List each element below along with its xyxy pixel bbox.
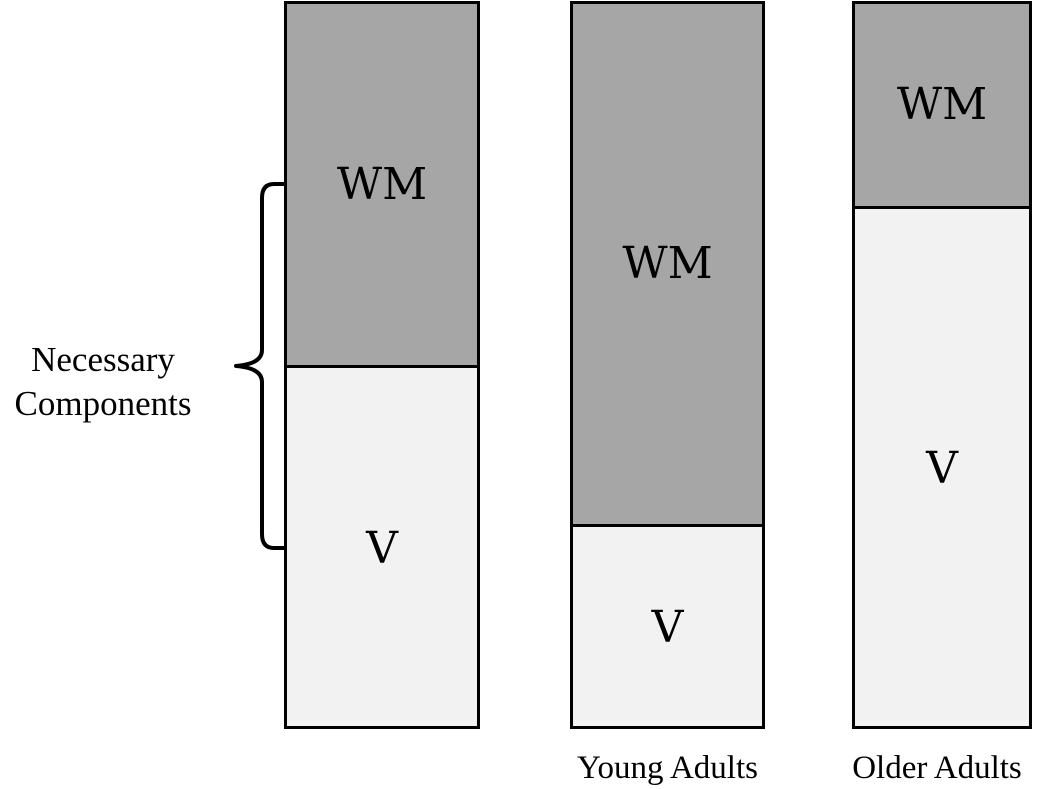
- segment-wm: WM: [573, 4, 762, 524]
- brace-label-line1: Necessary: [31, 340, 175, 379]
- segment-label: WM: [896, 79, 988, 130]
- segment-wm: WM: [855, 4, 1029, 206]
- segment-v: V: [287, 365, 477, 726]
- segment-v: V: [855, 206, 1029, 726]
- segment-label: V: [366, 523, 398, 574]
- brace-icon: [234, 182, 286, 550]
- column-baseline: WM V: [284, 1, 480, 729]
- segment-label: WM: [622, 238, 713, 289]
- segment-v: V: [573, 524, 762, 726]
- segment-label: WM: [336, 159, 428, 210]
- column-older-adults: WM V: [852, 1, 1032, 729]
- column-young-adults: WM V: [570, 1, 765, 729]
- caption-older-adults: Older Adults: [852, 750, 1022, 786]
- brace-label: Necessary Components: [0, 338, 206, 426]
- segment-wm: WM: [287, 4, 477, 365]
- segment-label: V: [651, 602, 684, 653]
- segment-label: V: [926, 443, 958, 494]
- caption-young-adults: Young Adults: [577, 750, 758, 786]
- brace-label-line2: Components: [14, 384, 192, 423]
